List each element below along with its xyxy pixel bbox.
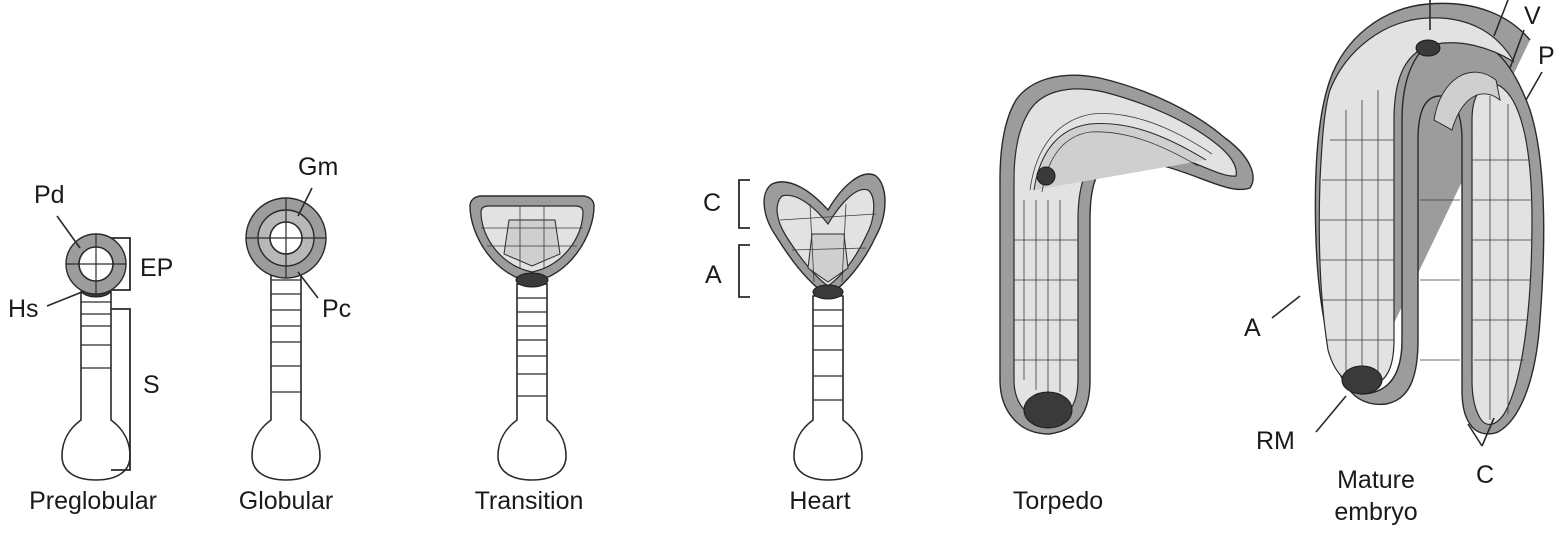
label-hs: Hs <box>8 295 39 323</box>
stage-name-globular: Globular <box>239 487 334 515</box>
stage-name-torpedo: Torpedo <box>1013 487 1103 515</box>
label-v: V <box>1524 2 1541 30</box>
label-a-heart: A <box>705 261 722 289</box>
label-a-mature: A <box>1244 314 1261 342</box>
stage-name-mature-line1: Mature <box>1337 466 1415 494</box>
hs-leader <box>46 291 83 307</box>
transition-embryo <box>469 195 595 481</box>
v-leader <box>1509 29 1525 69</box>
stage-name-preglobular: Preglobular <box>29 487 157 515</box>
stage-names: Preglobular Globular Transition Heart To… <box>29 466 1418 526</box>
label-s: S <box>143 371 160 399</box>
a-heart-bracket <box>738 244 750 298</box>
label-pd: Pd <box>34 181 65 209</box>
a-mature-leader <box>1271 295 1301 319</box>
label-pc: Pc <box>322 295 351 323</box>
label-gm: Gm <box>298 153 338 181</box>
globular-embryo <box>245 197 327 481</box>
s-bracket <box>111 308 131 471</box>
stage-name-transition: Transition <box>475 487 584 515</box>
mature-embryo <box>1314 2 1545 435</box>
heart-embryo <box>763 173 886 481</box>
p-leader <box>1525 71 1543 101</box>
pd-leader <box>56 215 81 249</box>
label-c-heart: C <box>703 189 721 217</box>
pc-leader <box>297 271 319 299</box>
structure-labels: Pd EP Hs S Gm Pc C A V P A RM C <box>8 2 1555 489</box>
preglobular-embryo <box>61 233 131 481</box>
label-c-mature: C <box>1476 461 1494 489</box>
c-mature-leader-right <box>1481 417 1495 447</box>
label-p: P <box>1538 42 1555 70</box>
label-rm: RM <box>1256 427 1295 455</box>
annotation-lines <box>46 0 1543 471</box>
ep-bracket <box>111 237 131 291</box>
gm-leader <box>297 187 313 217</box>
c-mature-leader-left <box>1467 423 1483 447</box>
c-heart-bracket <box>738 179 750 229</box>
stage-name-heart: Heart <box>789 487 850 515</box>
stage-name-mature-line2: embryo <box>1334 498 1417 526</box>
label-ep: EP <box>140 254 173 282</box>
torpedo-embryo <box>999 74 1254 435</box>
v-leader-upper <box>1493 0 1509 37</box>
rm-leader <box>1315 395 1347 433</box>
